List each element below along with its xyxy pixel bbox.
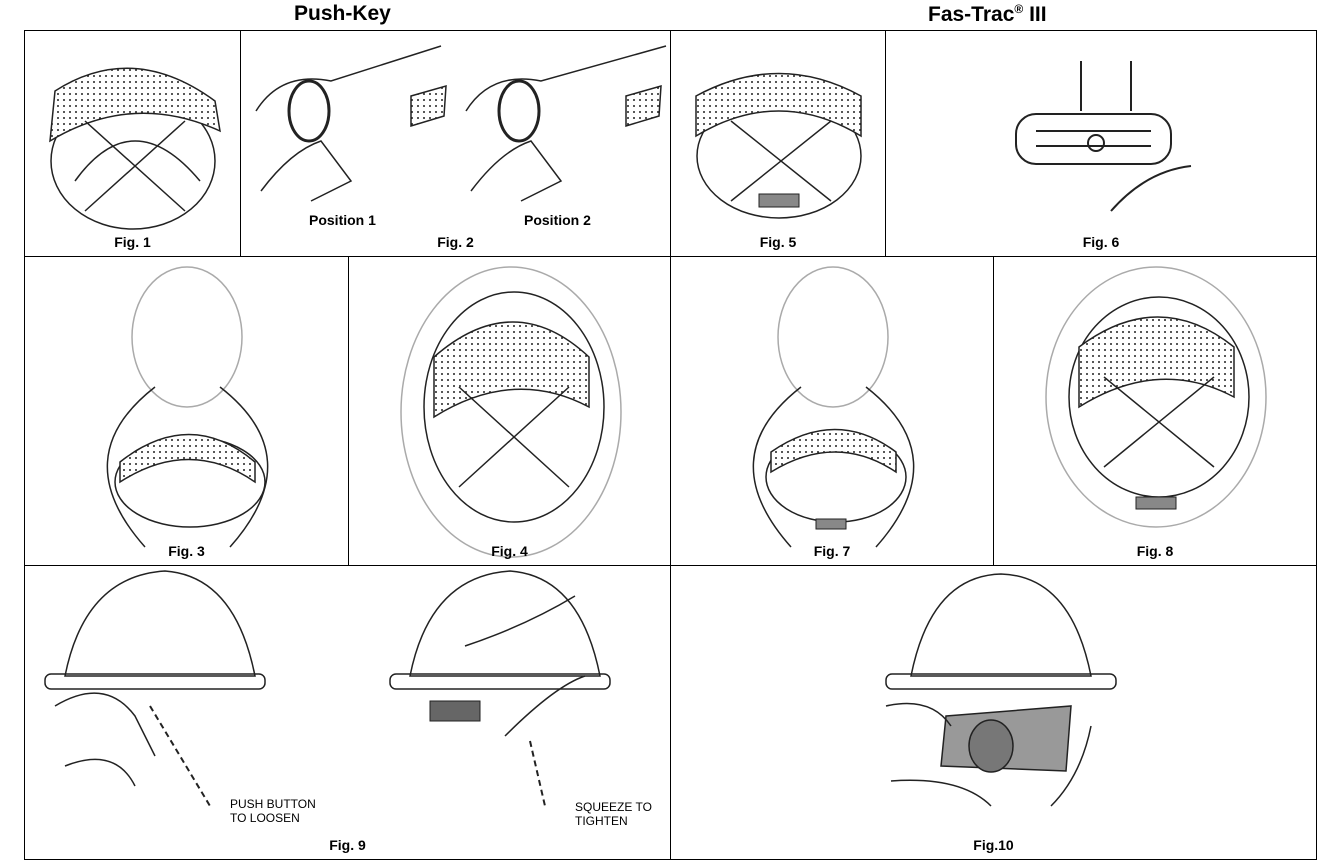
fig8-panel: Fig. 8 xyxy=(993,256,1317,566)
fig7-panel: Fig. 7 xyxy=(670,256,994,566)
fig10-label: Fig.10 xyxy=(973,837,1014,853)
fig8-label: Fig. 8 xyxy=(1136,543,1174,559)
adjustment-hands-illustration xyxy=(44,570,611,807)
fig7-label: Fig. 7 xyxy=(813,543,851,559)
fig5-panel: Fig. 5 xyxy=(670,30,886,257)
fig10-panel: Fig.10 xyxy=(670,565,1317,860)
suspension-installed-illustration xyxy=(400,266,622,558)
fig4-panel: Fig. 4 xyxy=(348,256,671,566)
fig6-label: Fig. 6 xyxy=(1082,234,1120,250)
fig1-label: Fig. 1 xyxy=(114,234,151,250)
suspension-insert-illustration xyxy=(752,266,915,548)
header-push-key: Push-Key xyxy=(294,2,391,25)
fig4-label: Fig. 4 xyxy=(491,543,528,559)
suspension-illustration xyxy=(695,72,862,219)
ratchet-turn-illustration xyxy=(885,573,1117,807)
fig5-label: Fig. 5 xyxy=(759,234,797,250)
suspension-illustration xyxy=(49,67,221,230)
fig3-panel: Fig. 3 xyxy=(24,256,349,566)
fig3-label: Fig. 3 xyxy=(168,543,205,559)
ratchet-slot-illustration xyxy=(1015,61,1192,212)
fig1-panel: Fig. 1 xyxy=(24,30,241,257)
hand-ratchet-illustration xyxy=(255,45,667,202)
fig2-label: Fig. 2 xyxy=(437,234,474,250)
fig2-panel: Position 1 Position 2 Fig. 2 xyxy=(240,30,671,257)
fig6-panel: Fig. 6 xyxy=(885,30,1317,257)
position2-label: Position 2 xyxy=(524,212,591,228)
fig9-label: Fig. 9 xyxy=(329,837,366,853)
suspension-installed-illustration xyxy=(1045,266,1267,528)
position1-label: Position 1 xyxy=(309,212,376,228)
suspension-insert-illustration xyxy=(106,266,269,548)
header-fas-trac: Fas-Trac® III xyxy=(928,2,1047,26)
